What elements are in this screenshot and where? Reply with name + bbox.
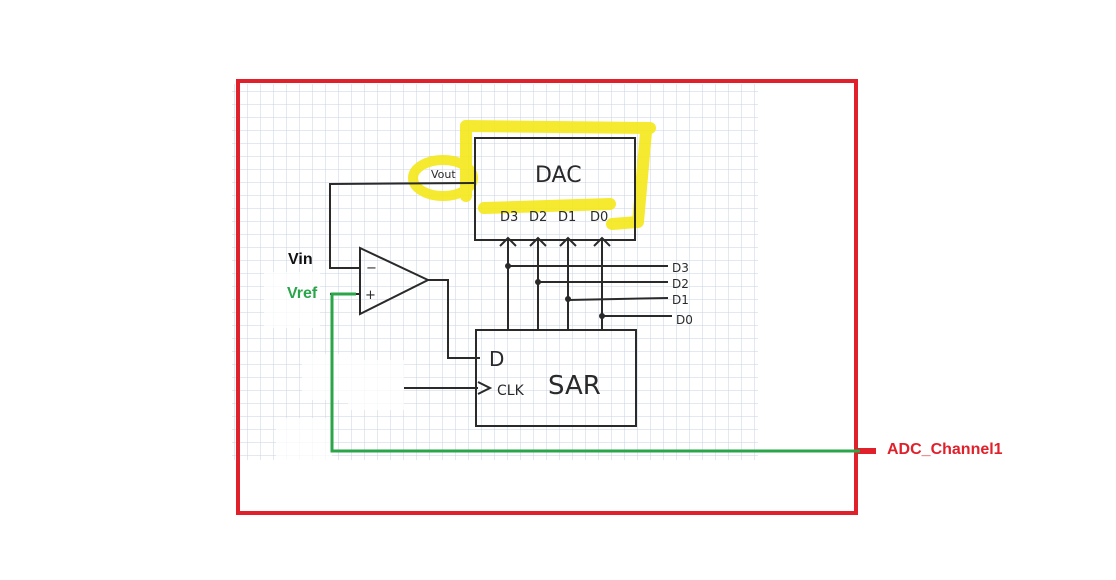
comparator-minus: −: [366, 261, 377, 276]
dac-input-d0: D0: [590, 210, 608, 225]
dac-input-d2: D2: [529, 210, 547, 225]
bus-label-d1: D1: [672, 293, 689, 307]
erased-patches: [264, 272, 404, 468]
dac-title: DAC: [535, 163, 582, 188]
highlighter-marks: [408, 120, 656, 230]
comparator: − +: [359, 246, 431, 316]
bus-label-d3: D3: [672, 261, 689, 275]
channel-label: ADC_Channel1: [887, 441, 1003, 458]
bus-label-d0: D0: [676, 313, 693, 327]
dac-block: DAC Vout D3 D2 D1 D0: [431, 137, 636, 241]
sar-d-pin: D: [489, 347, 504, 371]
dac-input-d1: D1: [558, 210, 576, 225]
vref-label: Vref: [287, 285, 318, 302]
dac-input-d3: D3: [500, 210, 518, 225]
adc-frame: [236, 79, 858, 515]
bus-label-d2: D2: [672, 277, 689, 291]
clk-triangle: [477, 381, 493, 395]
sar-title: SAR: [548, 371, 601, 401]
channel-connector: [854, 448, 876, 454]
sar-block: SAR D CLK: [475, 329, 637, 427]
vref-wire: [330, 292, 860, 453]
sar-clk-pin: CLK: [497, 383, 525, 399]
comparator-plus: +: [365, 288, 376, 303]
vin-label: Vin: [288, 251, 313, 268]
dac-vout-label: Vout: [431, 168, 456, 181]
wire-junctions: [505, 263, 605, 319]
